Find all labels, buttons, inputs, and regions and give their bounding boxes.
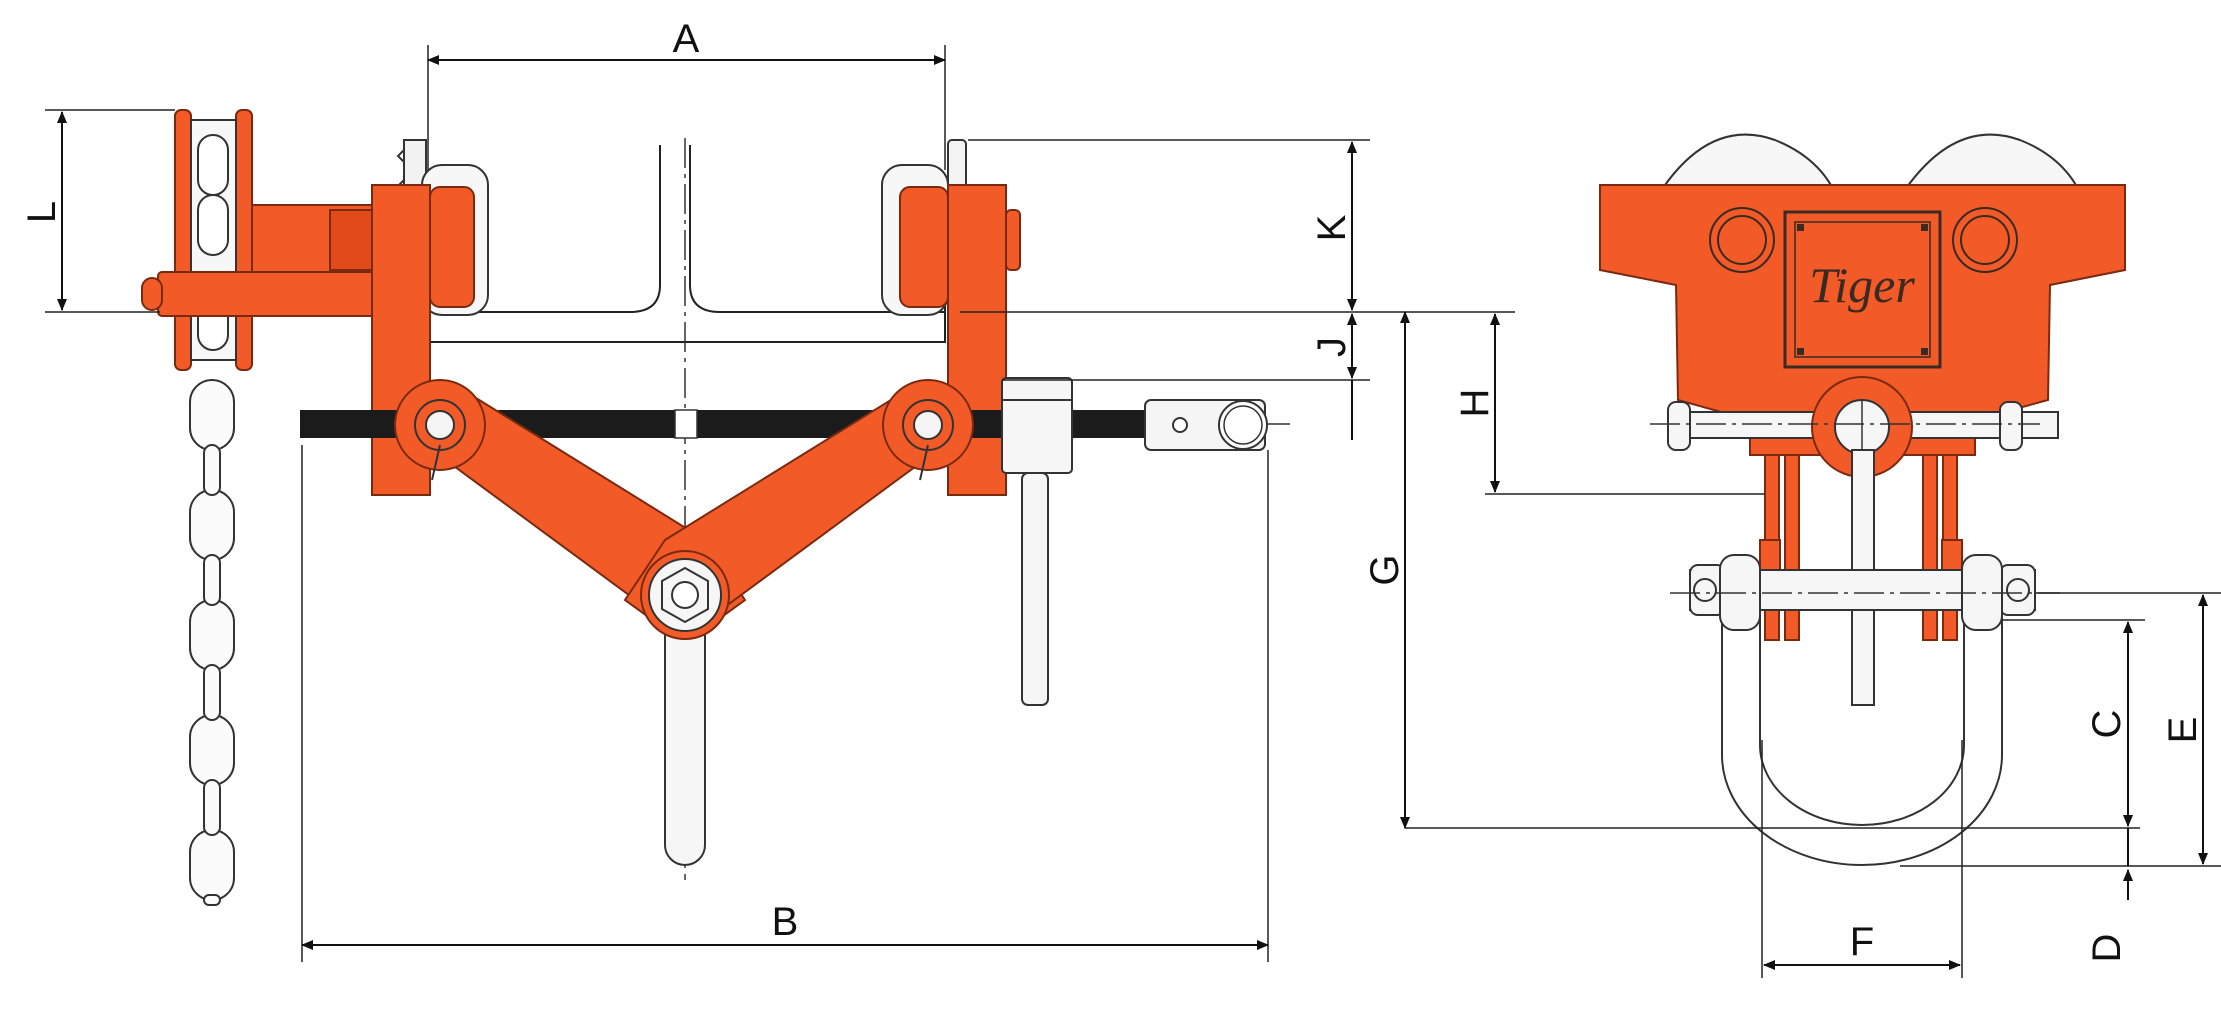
dimension-b: B [301, 445, 1269, 962]
dimension-a: A [427, 17, 946, 170]
adjust-block [1001, 377, 1073, 706]
dimension-k: K [960, 139, 1515, 313]
front-view: Tiger [1363, 133, 2221, 978]
dimension-g: G [1363, 311, 2140, 829]
side-view: A B L K J [20, 17, 1515, 962]
dimension-e-label: E [2161, 717, 2205, 744]
beam-profile [427, 145, 946, 343]
dimension-l: L [20, 109, 175, 313]
arm-pins [414, 399, 954, 481]
body-bolts [1709, 207, 2018, 273]
chain-wheel [174, 109, 253, 371]
dimension-c-label: C [2085, 710, 2129, 739]
logo-text: Tiger [1809, 257, 1915, 313]
logo-plate: Tiger [1783, 210, 1942, 369]
dimension-c: C [2002, 619, 2145, 827]
hand-chain [189, 379, 235, 906]
dimension-f-label: F [1850, 920, 1874, 964]
shackle [1689, 554, 2036, 866]
dimension-f: F [1761, 740, 1963, 978]
dimension-b-label: B [772, 900, 799, 944]
dimension-a-label: A [673, 17, 700, 61]
dimension-h-label: H [1453, 389, 1497, 418]
drive-housing [141, 204, 377, 317]
dimension-l-label: L [20, 201, 64, 223]
dimension-k-label: K [1310, 214, 1354, 241]
dimension-d-label: D [2085, 934, 2129, 963]
dimension-e: E [1900, 592, 2221, 867]
front-body [1599, 184, 2126, 456]
dimension-j: J [1002, 313, 1370, 440]
dimension-j-label: J [1310, 337, 1354, 357]
dimension-d: D [2085, 795, 2133, 963]
suspension-bolt [640, 550, 730, 866]
dimension-h: H [1453, 313, 1765, 495]
dimension-g-label: G [1363, 554, 1407, 585]
front-cross-rod [1667, 376, 2059, 478]
trolley-wheels [421, 139, 967, 341]
